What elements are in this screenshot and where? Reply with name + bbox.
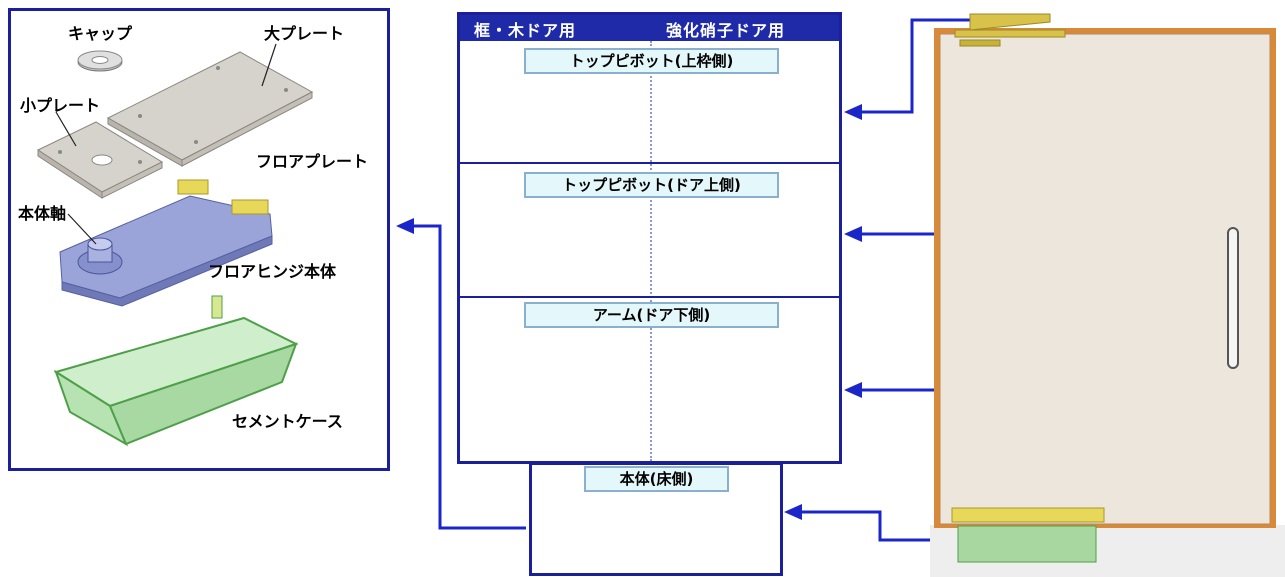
header-left: 框・木ドア用 [474, 21, 577, 40]
large-plate-label: 大プレート [264, 24, 345, 43]
section-divider-1 [460, 162, 839, 164]
cement-case-label: セメントケース [232, 412, 343, 431]
cap-label: キャップ [68, 24, 133, 43]
arrow-heads [396, 104, 862, 520]
small-plate-image [36, 121, 164, 199]
body-label: 本体(床側) [584, 466, 729, 492]
floor-hinge-body-label: フロアヒンジ本体 [208, 262, 337, 281]
header-right: 強化硝子ドア用 [666, 21, 786, 40]
large-plate-image [106, 51, 314, 167]
main-shaft-label: 本体軸 [18, 204, 67, 223]
floor-hinge-body-image [59, 179, 273, 307]
section-label-top-pivot-door: トップピボット(ドア上側) [524, 172, 779, 198]
section-label-top-pivot-frame: トップピボット(上枠側) [524, 48, 779, 74]
floor-plate-label: フロアプレート [256, 152, 369, 171]
small-plate-label: 小プレート [20, 96, 101, 115]
cement-case-image [53, 295, 299, 447]
section-label-arm: アーム(ドア下側) [524, 302, 779, 328]
section-divider-2 [460, 296, 839, 298]
door-illustration [930, 13, 1285, 577]
catalog-header: 框・木ドア用 強化硝子ドア用 [460, 15, 839, 41]
cap-image [77, 50, 123, 72]
column-divider [650, 41, 652, 461]
catalog-panel [457, 12, 842, 464]
